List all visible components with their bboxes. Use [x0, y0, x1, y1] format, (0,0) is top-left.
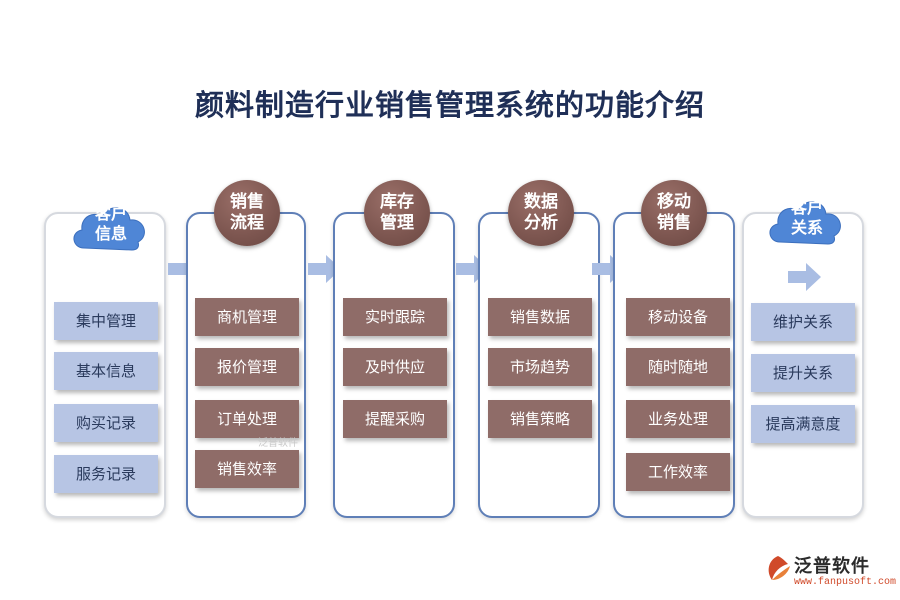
column-header-line1: 移动 — [657, 192, 691, 212]
customer-relations-cloud-icon: 客户关系 — [766, 190, 848, 252]
data-analysis-badge: 数据分析 — [508, 180, 574, 246]
item-improve-satisfaction: 提高满意度 — [751, 405, 855, 443]
item-realtime-tracking: 实时跟踪 — [343, 298, 447, 336]
column-header-line2: 流程 — [230, 213, 264, 233]
item-anytime-anywhere: 随时随地 — [626, 348, 730, 386]
item-timely-supply: 及时供应 — [343, 348, 447, 386]
arrow-right-icon — [308, 254, 342, 284]
column-header-line2: 管理 — [380, 213, 414, 233]
inventory-management-badge: 库存管理 — [364, 180, 430, 246]
column-header-line2: 关系 — [790, 218, 823, 237]
column-header-line1: 数据 — [524, 192, 558, 212]
item-centralized-management: 集中管理 — [54, 302, 158, 340]
watermark: 泛普软件 — [258, 438, 298, 449]
logo-url-text: www.fanpusoft.com — [794, 577, 897, 588]
column-header-line2: 信息 — [94, 224, 127, 243]
item-business-processing: 业务处理 — [626, 400, 730, 438]
item-maintain-relations: 维护关系 — [751, 303, 855, 341]
item-sales-data: 销售数据 — [488, 298, 592, 336]
item-order-processing: 订单处理 — [195, 400, 299, 438]
logo-mark-icon — [768, 556, 790, 580]
mobile-sales-badge: 移动销售 — [641, 180, 707, 246]
item-opportunity-management: 商机管理 — [195, 298, 299, 336]
column-header-line2: 销售 — [657, 213, 691, 233]
item-service-records: 服务记录 — [54, 455, 158, 493]
column-header-line2: 分析 — [524, 213, 558, 233]
sales-process-badge: 销售流程 — [214, 180, 280, 246]
logo-brand-text: 泛普软件 — [794, 556, 870, 577]
column-header-line1: 库存 — [380, 192, 414, 212]
column-header-line1: 客户 — [94, 204, 127, 223]
item-basic-info: 基本信息 — [54, 352, 158, 390]
item-sales-strategy: 销售策略 — [488, 400, 592, 438]
item-work-efficiency: 工作效率 — [626, 453, 730, 491]
item-improve-relations: 提升关系 — [751, 354, 855, 392]
arrow-right-icon — [788, 262, 822, 292]
brand-logo: 泛普软件 www.fanpusoft.com — [764, 552, 897, 592]
item-sales-efficiency: 销售效率 — [195, 450, 299, 488]
item-mobile-devices: 移动设备 — [626, 298, 730, 336]
column-header-line1: 销售 — [230, 192, 264, 212]
column-header-line1: 客户 — [790, 198, 823, 217]
item-quote-management: 报价管理 — [195, 348, 299, 386]
item-market-trend: 市场趋势 — [488, 348, 592, 386]
page-title: 颜料制造行业销售管理系统的功能介绍 — [194, 88, 705, 122]
item-purchase-records: 购买记录 — [54, 404, 158, 442]
item-purchase-reminder: 提醒采购 — [343, 400, 447, 438]
customer-info-cloud-icon: 客户信息 — [70, 196, 152, 258]
